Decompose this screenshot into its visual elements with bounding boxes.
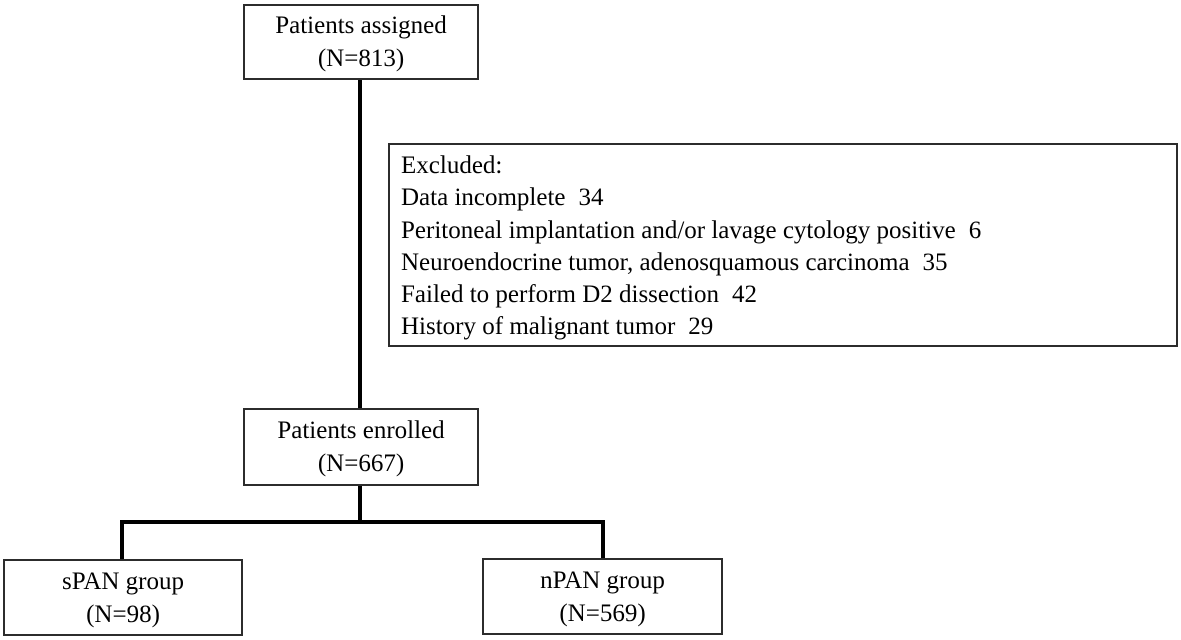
excluded-item: Peritoneal implantation and/or lavage cy… <box>401 215 981 247</box>
box-excluded: Excluded: Data incomplete 34 Peritoneal i… <box>388 143 1178 347</box>
span-group-label: sPAN group <box>61 567 185 595</box>
excluded-item-count: 6 <box>968 216 982 244</box>
patients-enrolled-label: Patients enrolled <box>277 417 445 444</box>
excluded-item-label: Failed to perform D2 dissection <box>401 281 719 309</box>
patients-assigned-count: (N=813) <box>317 45 405 72</box>
excluded-item-count: 35 <box>922 248 948 276</box>
box-npan-group: nPAN group (N=569) <box>482 558 723 635</box>
box-span-group: sPAN group (N=98) <box>3 559 243 636</box>
connector-branch-to-npan <box>601 520 605 560</box>
box-patients-assigned: Patients assigned (N=813) <box>243 4 479 80</box>
patients-enrolled-count: (N=667) <box>317 450 405 477</box>
excluded-item-label: History of malignant tumor <box>401 313 676 341</box>
excluded-item-count: 42 <box>732 281 757 309</box>
excluded-item-label: Peritoneal implantation and/or lavage cy… <box>401 216 956 244</box>
npan-group-count: (N=569) <box>559 599 646 627</box>
connector-enrolled-to-branch <box>358 486 362 522</box>
excluded-item: Data incomplete 34 <box>401 182 604 214</box>
span-group-count: (N=98) <box>86 600 160 628</box>
excluded-item-label: Neuroendocrine tumor, adenosquamous carc… <box>401 248 910 276</box>
npan-group-label: nPAN group <box>540 566 665 594</box>
connector-assigned-to-enrolled <box>358 80 362 408</box>
excluded-item-count: 34 <box>578 184 604 212</box>
box-patients-enrolled: Patients enrolled (N=667) <box>243 408 479 486</box>
excluded-title: Excluded: <box>401 152 503 179</box>
excluded-item: Neuroendocrine tumor, adenosquamous carc… <box>401 247 948 279</box>
patients-assigned-label: Patients assigned <box>275 12 447 39</box>
excluded-item-label: Data incomplete <box>401 184 566 212</box>
connector-branch-horizontal <box>120 520 605 524</box>
excluded-item: History of malignant tumor 29 <box>401 311 713 343</box>
excluded-item-count: 29 <box>688 313 714 341</box>
excluded-item: Failed to perform D2 dissection 42 <box>401 279 757 311</box>
connector-branch-to-span <box>120 520 124 560</box>
